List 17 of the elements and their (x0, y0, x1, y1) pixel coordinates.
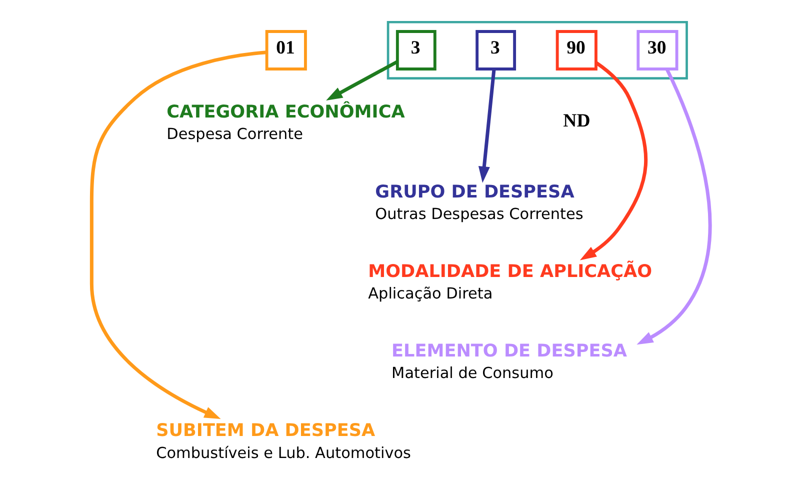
node-text: GRUPO DE DESPESA Outras Despesas Correntes (374, 182, 583, 223)
arrow (326, 60, 398, 101)
node-box: 3 (395, 30, 436, 70)
node-box: 30 (636, 30, 678, 70)
node-text: SUBITEM DA DESPESA Combustíveis e Lub. Automotivos (156, 421, 410, 462)
arrow (579, 61, 647, 260)
node-box: 90 (555, 30, 597, 70)
node-text: ELEMENTO DE DESPESA Material de Consumo (391, 342, 626, 382)
node-text: MODALIDADE DE APLICAÇÃO Aplicação Direta (368, 262, 652, 302)
arrow (478, 69, 496, 183)
arrow (636, 68, 712, 345)
label: ND (562, 110, 590, 132)
arrow (89, 50, 266, 420)
node-text: CATEGORIA ECONÔMICA Despesa Corrente (166, 102, 404, 144)
node-box: 01 (264, 30, 306, 70)
cluster (386, 20, 688, 80)
node-box: 3 (475, 30, 516, 70)
